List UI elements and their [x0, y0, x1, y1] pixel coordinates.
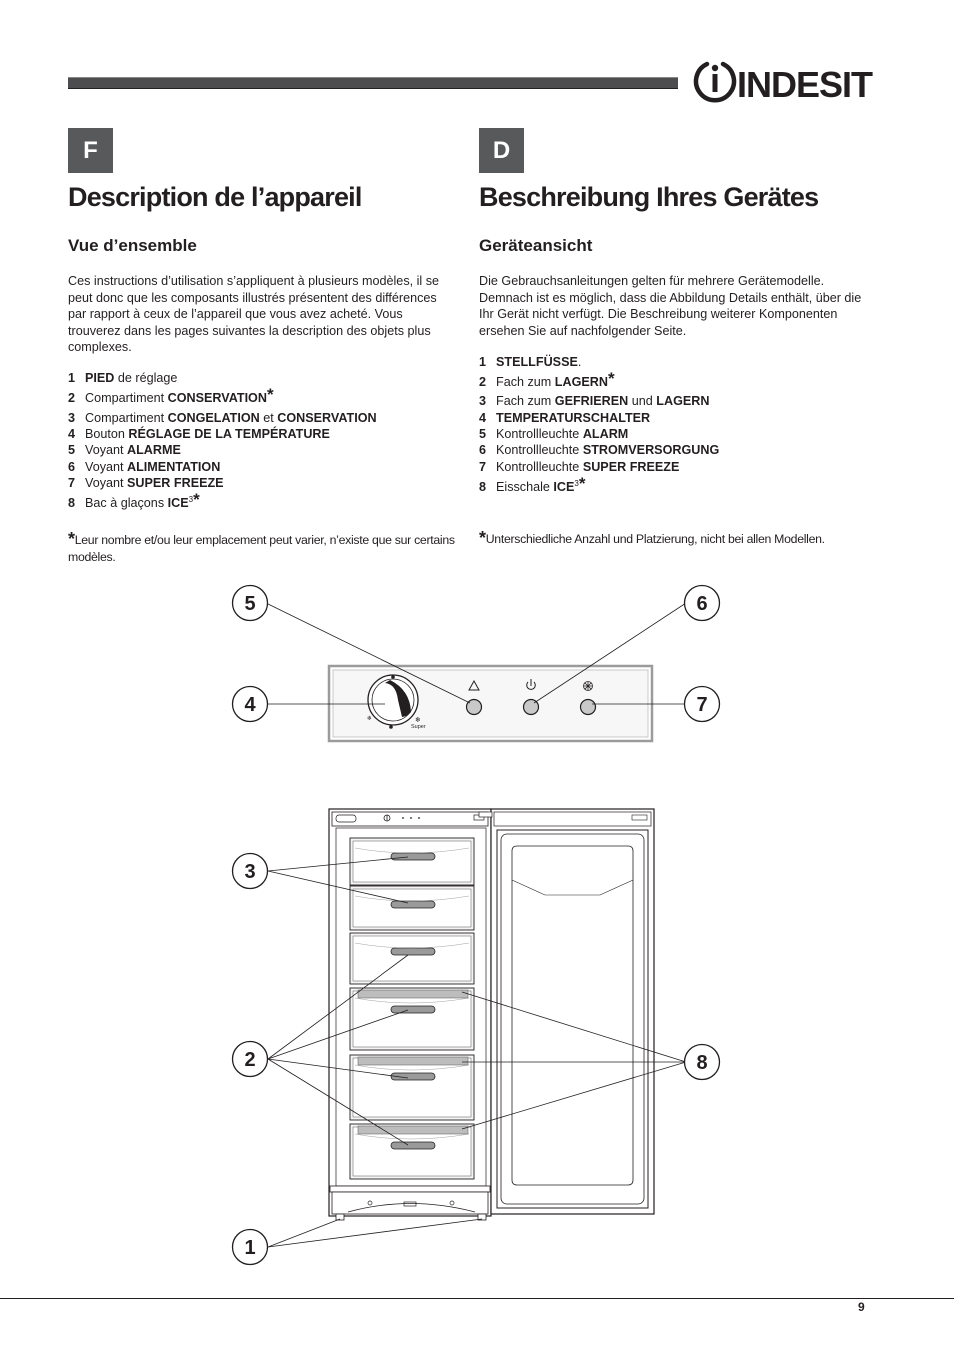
drawer: [349, 885, 475, 931]
footnote-fr: *Leur nombre et/ou leur emplacement peut…: [68, 529, 455, 564]
lang-badge-fr: F: [68, 128, 113, 173]
drawer: [349, 987, 475, 1051]
callout-7: 7: [683, 685, 721, 723]
list-item-text: Fach zum GEFRIEREN und LAGERN: [496, 394, 710, 408]
footer-rule: [0, 1298, 954, 1299]
callout-number: 1: [244, 1237, 255, 1259]
svg-text:❄: ❄: [415, 716, 421, 724]
power-light: [522, 698, 540, 716]
header-bar: [68, 77, 678, 89]
list-item-number: 1: [68, 371, 76, 385]
title-de: Beschreibung Ihres Gerätes: [479, 182, 819, 212]
list-item-text: Fach zum LAGERN*: [496, 369, 615, 389]
callout-number: 4: [244, 694, 256, 716]
list-item-text: STELLFÜSSE.: [496, 355, 582, 369]
appliance-diagram: ❄ ❄ Super: [231, 584, 721, 1266]
list-item-text: Voyant ALIMENTATION: [85, 460, 221, 474]
lang-badge-de: D: [479, 128, 524, 173]
list-item-number: 5: [68, 443, 76, 457]
list-item-text: Kontrollleuchte STROMVERSORGUNG: [496, 443, 720, 457]
open-door: [478, 808, 655, 1215]
list-item-number: 8: [479, 480, 487, 494]
dial-super-label: Super: [411, 724, 426, 730]
callout-number: 2: [244, 1049, 255, 1071]
callout-number: 6: [696, 593, 707, 615]
list-item-text: Bouton RÉGLAGE DE LA TEMPÉRATURE: [85, 427, 330, 441]
list-item-number: 2: [479, 375, 487, 389]
super-freeze-light: [579, 698, 597, 716]
callout-number: 3: [244, 861, 255, 883]
drawer: [349, 1054, 475, 1121]
callout-number: 5: [244, 593, 255, 615]
list-item-number: 4: [479, 411, 487, 425]
list-item-text: Bac à glaçons ICE3*: [85, 490, 200, 510]
callout-5: 5: [231, 584, 269, 622]
logo-emblem-icon: [693, 61, 737, 103]
footnote-de: *Unterschiedliche Anzahl und Platzierung…: [479, 528, 825, 548]
callout-markers: 1 2 3 4 5 6 7 8: [231, 584, 721, 1266]
control-panel: ❄ ❄ Super: [327, 664, 654, 743]
alarm-light: [465, 698, 483, 716]
drawer: [349, 837, 475, 886]
svg-text:❄: ❄: [367, 715, 372, 722]
list-item-number: 2: [68, 391, 76, 405]
list-item-text: Kontrollleuchte ALARM: [496, 427, 629, 441]
list-item-text: Compartiment CONGELATION et CONSERVATION: [85, 411, 377, 425]
title-fr: Description de l’appareil: [68, 182, 362, 212]
callout-2: 2: [231, 1040, 269, 1078]
temperature-dial-icon: ❄ ❄ Super: [367, 674, 426, 730]
list-item-number: 3: [479, 394, 487, 408]
list-item-text: Voyant ALARME: [85, 443, 181, 457]
power-icon: [526, 679, 536, 690]
list-item-number: 7: [68, 476, 76, 490]
subtitle-fr: Vue d’ensemble: [68, 236, 197, 255]
brand-name: INDESIT: [737, 64, 873, 105]
callout-8: 8: [683, 1043, 721, 1081]
list-item-number: 1: [479, 355, 487, 369]
list-item-text: Kontrollleuchte SUPER FREEZE: [496, 460, 680, 474]
list-item-number: 5: [479, 427, 487, 441]
list-item-number: 7: [479, 460, 487, 474]
drawer: [349, 1123, 475, 1180]
drawer: [349, 932, 475, 985]
callout-4: 4: [231, 685, 269, 723]
callout-number: 7: [696, 694, 707, 716]
list-item-text: Voyant SUPER FREEZE: [85, 476, 224, 490]
freezer-body: [328, 808, 492, 1221]
snowflake-icon: [583, 681, 593, 691]
list-item-number: 3: [68, 411, 76, 425]
list-item-text: PIED de réglage: [85, 371, 178, 385]
callout-3: 3: [231, 852, 269, 890]
foot-right: [477, 1213, 487, 1221]
list-item-number: 8: [68, 496, 76, 510]
callout-number: 8: [696, 1052, 707, 1074]
indesit-logo: INDESIT: [693, 58, 873, 106]
callout-6: 6: [683, 584, 721, 622]
intro-de: Die Gebrauchsanleitungen gelten für mehr…: [479, 274, 862, 338]
list-item-number: 6: [479, 443, 487, 457]
list-item-number: 6: [68, 460, 76, 474]
foot-left: [335, 1213, 345, 1221]
subtitle-de: Geräteansicht: [479, 236, 593, 255]
list-item-number: 4: [68, 427, 76, 441]
callout-lines: [265, 602, 687, 1248]
list-item-text: TEMPERATURSCHALTER: [496, 411, 651, 425]
intro-fr: Ces instructions d’utilisation s’appliqu…: [68, 274, 440, 355]
page-number: 9: [858, 1300, 865, 1314]
drawer-stack: [349, 837, 475, 1180]
list-item-text: Compartiment CONSERVATION*: [85, 385, 274, 405]
callout-1: 1: [231, 1228, 269, 1266]
alarm-triangle-icon: [468, 679, 480, 691]
list-item-text: Eisschale ICE3*: [496, 474, 586, 494]
